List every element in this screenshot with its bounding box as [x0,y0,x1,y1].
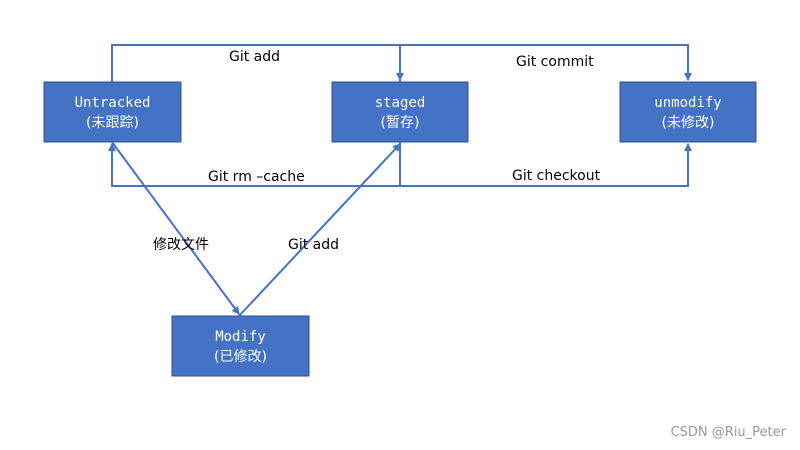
edge-label-git-add-diagonal: Git add [288,237,339,253]
node-staged-title: staged [375,95,426,111]
edge-label-git-commit: Git commit [516,54,594,70]
edge-staged-to-untracked [108,142,401,187]
node-staged-subtitle: (暂存) [381,115,420,131]
node-modify-subtitle: (已修改) [214,349,267,365]
edge-untracked-to-modify [111,141,240,315]
edge-label-git-add-top: Git add [229,49,280,65]
edge-label-git-rm-cache: Git rm –cache [208,169,305,185]
node-untracked-title: Untracked [75,95,151,111]
node-unmodify-subtitle: (未修改) [662,115,715,131]
node-modify: Modify (已修改) [171,315,310,377]
node-staged: staged (暂存) [331,81,469,143]
node-untracked-subtitle: (未跟踪) [86,115,139,131]
node-untracked: Untracked (未跟踪) [43,81,182,143]
edge-label-modify-file: 修改文件 [153,237,209,253]
edge-modify-to-staged [238,143,401,317]
edge-staged-to-unmodify [399,44,692,82]
node-modify-title: Modify [215,329,266,345]
node-unmodify-title: unmodify [654,95,721,111]
edge-unmodify-to-staged [400,143,692,187]
edge-label-git-checkout: Git checkout [512,168,601,184]
watermark: CSDN @Riu_Peter [670,425,786,440]
node-unmodify: unmodify (未修改) [619,81,757,143]
